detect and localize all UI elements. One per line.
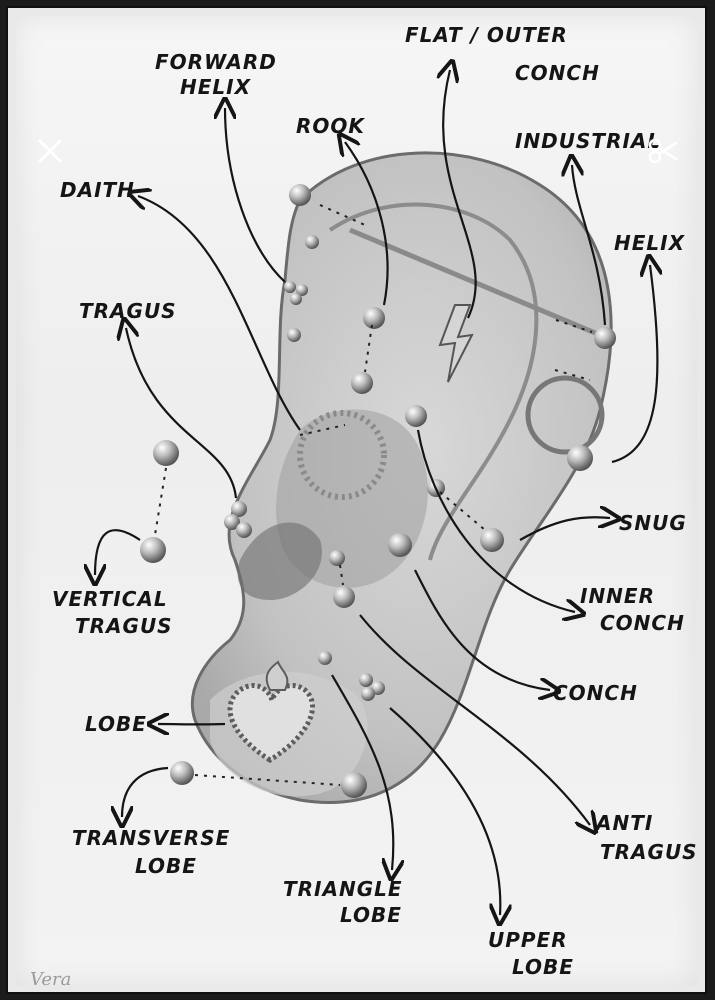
daith-ring — [297, 410, 387, 500]
ear-canal-shadow — [237, 522, 322, 600]
label-triangle-lobe-1: TRIANGLE — [283, 877, 403, 901]
close-button[interactable] — [33, 134, 67, 168]
forward-helix-bead — [290, 293, 302, 305]
label-flat-outer-conch-1: FLAT / OUTER — [405, 23, 568, 47]
label-upper-lobe-2: LOBE — [512, 955, 574, 979]
inner-conch-bead — [405, 405, 427, 427]
label-transverse-lobe-2: LOBE — [135, 854, 197, 878]
label-snug: SNUG — [619, 511, 687, 535]
connector-dots — [554, 369, 591, 381]
label-transverse-lobe-1: TRANSVERSE — [72, 826, 230, 850]
cut-button[interactable] — [646, 134, 680, 168]
helix-hoop — [525, 375, 605, 455]
arrow-conch — [414, 569, 550, 690]
heart-lobe-charm — [227, 683, 315, 763]
piercing-labels: FORWARD HELIX FLAT / OUTER CONCH ROOK IN… — [52, 23, 698, 979]
tragus-bead — [231, 501, 247, 517]
close-icon — [38, 139, 62, 163]
connector-dots — [154, 467, 167, 536]
triangle-lobe-bead — [361, 687, 375, 701]
arrow-helix — [611, 265, 658, 464]
tragus-bead — [236, 522, 252, 538]
arrow-daith — [138, 196, 301, 431]
tragus-bead — [224, 514, 240, 530]
dotted-connectors — [154, 204, 593, 586]
label-industrial: INDUSTRIAL — [515, 129, 661, 153]
label-forward-helix-2: HELIX — [180, 75, 252, 99]
connector-dots — [299, 424, 346, 436]
heart-flame — [265, 660, 289, 691]
label-anti-tragus-2: TRAGUS — [600, 840, 698, 864]
label-inner-conch-1: INNER — [580, 584, 655, 608]
rook-bead — [363, 307, 385, 329]
scissors-icon — [648, 138, 678, 164]
connector-dots — [339, 564, 344, 586]
transverse-lobe-bead — [341, 772, 367, 798]
anti-tragus-bead — [329, 550, 345, 566]
industrial-bead-end — [594, 327, 616, 349]
arrow-transverse-lobe — [122, 766, 169, 817]
label-conch: CONCH — [553, 681, 638, 705]
label-triangle-lobe-2: LOBE — [340, 903, 402, 927]
lightning-bolt-stud — [438, 304, 474, 383]
label-rook: ROOK — [296, 114, 365, 138]
tragus-bead — [153, 440, 179, 466]
arrow-rook — [345, 142, 389, 306]
arrow-inner-conch — [416, 429, 575, 612]
vertical-tragus-bead — [140, 537, 166, 563]
label-vertical-tragus-1: VERTICAL — [52, 587, 168, 611]
arrow-tragus — [126, 328, 238, 499]
arrow-industrial — [572, 165, 607, 326]
helix-hoop-bead — [567, 445, 593, 471]
arrow-anti-tragus — [359, 614, 590, 825]
triangle-lobe-bead — [359, 673, 373, 687]
forward-helix-bead — [296, 284, 308, 296]
forward-helix-bead — [305, 235, 319, 249]
ear-inner-ridge — [328, 202, 539, 561]
anti-tragus-bead — [333, 586, 355, 608]
label-helix: HELIX — [614, 231, 686, 255]
label-forward-helix-1: FORWARD — [155, 50, 277, 74]
rook-bead — [351, 372, 373, 394]
transverse-lobe-bead — [170, 761, 194, 785]
label-inner-conch-2: CONCH — [600, 611, 685, 635]
forward-helix-bead — [289, 184, 311, 206]
forward-helix-bead — [284, 281, 296, 293]
label-vertical-tragus-2: TRAGUS — [75, 614, 173, 638]
jewelry-group — [140, 184, 616, 798]
conch-bead — [388, 533, 412, 557]
label-upper-lobe-1: UPPER — [488, 928, 568, 952]
connector-dots — [555, 319, 593, 333]
upper-lobe-bead — [318, 651, 332, 665]
connector-dots — [439, 491, 486, 531]
snug-bead — [480, 528, 504, 552]
ear-drawing — [190, 151, 613, 804]
artist-signature: Vera — [30, 969, 71, 990]
arrow-triangle-lobe — [331, 674, 393, 870]
label-tragus: TRAGUS — [79, 299, 177, 323]
arrow-flat-outer-conch — [443, 70, 477, 319]
label-flat-outer-conch-2: CONCH — [515, 61, 600, 85]
forward-helix-bead — [287, 328, 301, 342]
label-lobe: LOBE — [85, 712, 147, 736]
label-daith: DAITH — [60, 178, 135, 202]
transverse-lobe-dots — [194, 774, 341, 786]
arrow-snug — [519, 517, 610, 541]
label-anti-tragus-1: ANTI — [594, 811, 653, 835]
arrow-vertical-tragus — [95, 529, 141, 575]
arrow-upper-lobe — [389, 707, 500, 915]
arrow-forward-helix — [225, 108, 286, 283]
leader-arrows — [95, 70, 658, 915]
